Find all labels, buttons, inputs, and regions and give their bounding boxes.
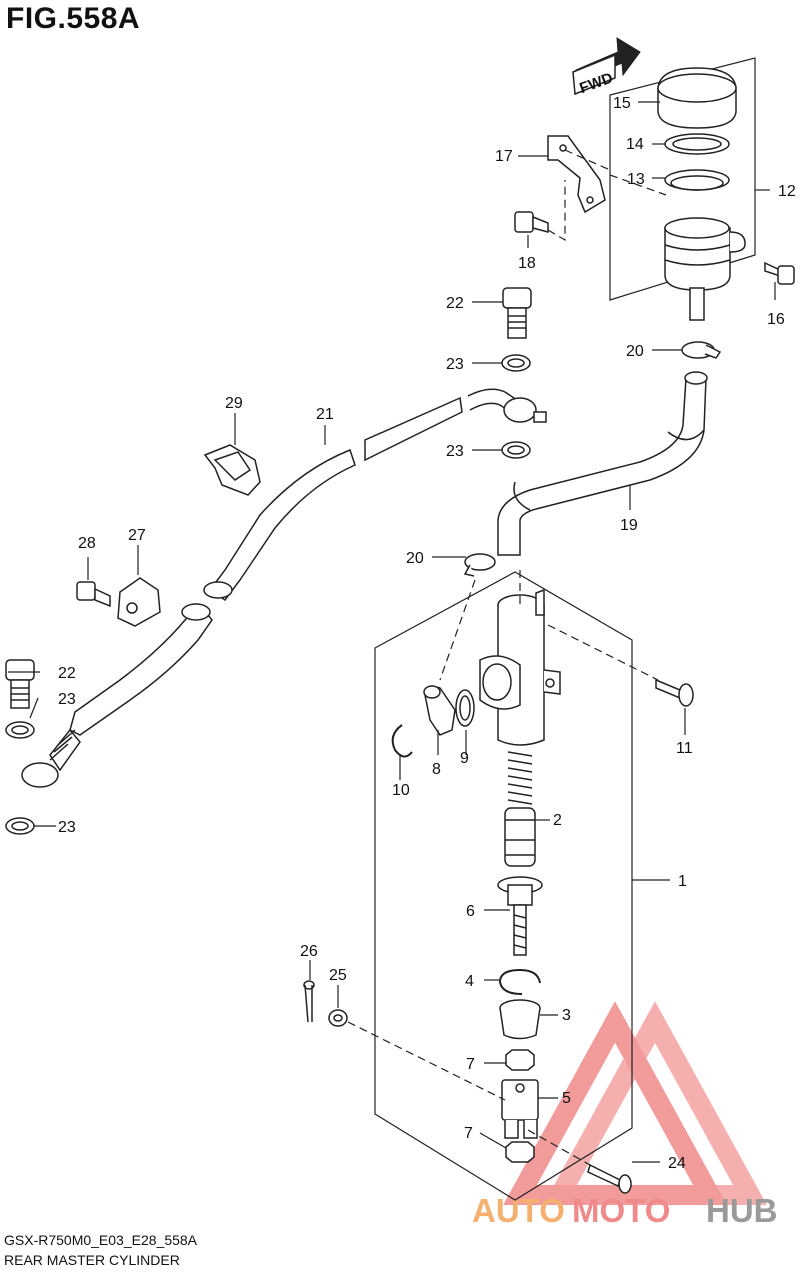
callout-15: 15 [613,95,631,112]
clevis-icon [501,1079,539,1139]
callout-24: 24 [668,1155,686,1172]
bolt-11-icon [655,678,694,707]
watermark-logo [503,1001,767,1205]
dashed-guide-lines [347,149,667,1166]
master-cylinder-assembly-box [374,571,633,1201]
spring-piston-icon [504,751,536,867]
bolt-28-icon [76,581,111,608]
callout-29: 29 [225,395,243,412]
washer-25-icon [328,1009,348,1027]
callout-8: 8 [432,761,441,778]
callout-6: 6 [466,903,475,920]
callout-3: 3 [562,1007,571,1024]
watermark-text-hub: HUB [706,1192,778,1229]
callout-11: 11 [676,740,693,757]
circlip-icon [391,724,413,758]
callout-26: 26 [300,943,318,960]
callout-9: 9 [460,750,469,767]
callout-labels: 1 2 3 4 5 6 7 7 8 9 10 11 12 13 14 15 16… [58,95,796,1172]
callout-16: 16 [767,311,785,328]
watermark-text-moto: MOTO [572,1192,670,1229]
callout-20a: 20 [626,343,644,360]
o-ring-icon [455,689,475,727]
reservoir-tank-icon [664,217,746,321]
callout-13: 13 [627,171,645,188]
callout-20b: 20 [406,550,424,567]
callout-23d: 23 [58,819,76,836]
diaphragm-plate-icon [664,169,730,191]
callout-18: 18 [518,255,536,272]
callout-7a: 7 [466,1056,475,1073]
callout-25: 25 [329,967,347,984]
cotter-pin-icon [303,980,315,1023]
hose-guide-icon [117,577,161,627]
reservoir-hose-icon [497,371,708,556]
figure-code: GSX-R750M0_E03_E28_558A [4,1232,198,1248]
bolt-18-icon [514,211,549,233]
callout-21: 21 [316,406,334,423]
cap-seal-icon [664,133,730,155]
bolt-16-icon [764,261,795,285]
snap-ring-icon [498,968,541,995]
hose-clip-icon [203,444,261,496]
callout-4: 4 [465,973,474,990]
washer-icon [5,354,531,835]
hose-clamp-bottom-icon [463,553,496,577]
boot-icon [499,999,541,1040]
nut-icon [505,1049,535,1163]
reservoir-cap-icon [657,67,737,129]
leader-lines [8,101,776,1163]
callout-23a: 23 [446,356,464,373]
pin-24-icon [587,1163,632,1194]
callout-1: 1 [678,873,687,890]
figure-title: FIG.558A [6,2,141,35]
callout-23b: 23 [446,443,464,460]
hose-joint-icon [423,685,456,736]
union-bolt-22a-icon [502,287,532,339]
master-cylinder-body-icon [479,588,561,746]
callout-22b: 22 [58,665,76,682]
callout-27: 27 [128,527,146,544]
callout-28: 28 [78,535,96,552]
callout-22a: 22 [446,295,464,312]
union-bolt-22b-icon [5,659,35,709]
hose-clamp-top-icon [681,341,722,359]
callout-5: 5 [562,1090,571,1107]
callout-19: 19 [620,517,638,534]
callout-14: 14 [626,136,644,153]
callout-10: 10 [392,782,410,799]
brake-hose-icon [21,388,547,788]
fwd-arrow-icon: FWD [572,37,641,97]
bracket-icon [547,135,606,214]
figure-subtitle: REAR MASTER CYLINDER [4,1252,180,1268]
callout-12: 12 [778,183,796,200]
push-rod-icon [497,876,543,956]
callout-2: 2 [553,812,562,829]
callout-23c: 23 [58,691,76,708]
callout-7b: 7 [464,1125,473,1142]
callout-17: 17 [495,148,513,165]
